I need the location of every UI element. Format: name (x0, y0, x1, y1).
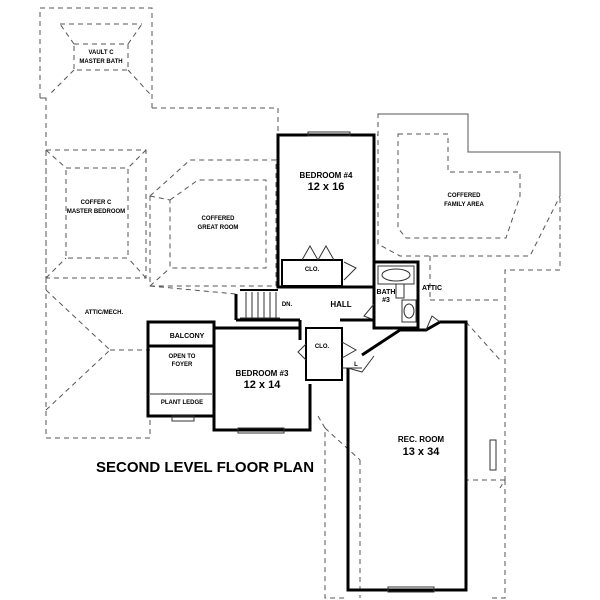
label-bedroom-4-size: 12 x 16 (308, 181, 345, 193)
label-hall: HALL (330, 300, 351, 309)
label-bath-3-number: #3 (382, 297, 390, 304)
label-balcony: BALCONY (170, 333, 205, 340)
label-bath-3-name: BATH (377, 289, 396, 296)
label-closet-bedroom-4: CLO. (305, 267, 320, 273)
label-vault-master-bath-2: MASTER BATH (79, 59, 122, 65)
bedroom-4-walls (276, 131, 376, 289)
label-vault-master-bath-1: VAULT C (88, 50, 114, 56)
stair-treads (240, 292, 280, 319)
label-open-to-foyer-1: OPEN TO (169, 354, 196, 360)
vault-master-bath-roof (49, 23, 151, 95)
label-attic-mech: ATTIC/MECH. (85, 310, 124, 316)
label-rec-room-size: 13 x 34 (403, 446, 441, 458)
label-linen: L (354, 362, 358, 368)
great-room-coffer (149, 159, 277, 287)
roof-outline (39, 7, 153, 439)
label-bedroom-4-name: BEDROOM #4 (300, 171, 353, 180)
label-rec-room-name: REC. ROOM (398, 435, 445, 444)
label-family-area-1: COFFERED (448, 193, 482, 199)
label-family-area-2: FAMILY AREA (444, 202, 484, 208)
label-bedroom-3-name: BEDROOM #3 (236, 369, 289, 378)
label-great-room-1: COFFERED (202, 216, 236, 222)
label-master-bedroom-1: COFFER C (81, 200, 112, 206)
roof-outline-bottom-right (492, 480, 506, 599)
bedroom-3-walls (212, 326, 362, 434)
label-plant-ledge: PLANT LEDGE (161, 400, 203, 406)
roof-outline-bottom (317, 415, 348, 599)
label-bedroom-3-size: 12 x 14 (244, 379, 282, 391)
hall-and-stairs (234, 289, 374, 330)
plan-title: SECOND LEVEL FLOOR PLAN (96, 459, 314, 476)
rec-room-walls (346, 315, 497, 593)
family-area-coffer (377, 113, 561, 257)
label-closet-bedroom-3: CLO. (315, 344, 330, 350)
label-attic: ATTIC (422, 285, 442, 292)
attic-mech-roof (45, 285, 237, 411)
label-open-to-foyer-2: FOYER (172, 362, 193, 368)
label-master-bedroom-2: MASTER BEDROOM (67, 209, 125, 215)
rec-room-roof (324, 427, 505, 598)
bath-3-walls (363, 260, 420, 330)
label-stair-down: DN. (282, 302, 293, 308)
master-bedroom-coffer (45, 149, 147, 290)
label-great-room-2: GREAT ROOM (198, 225, 239, 231)
attic-right-roof (429, 256, 501, 361)
